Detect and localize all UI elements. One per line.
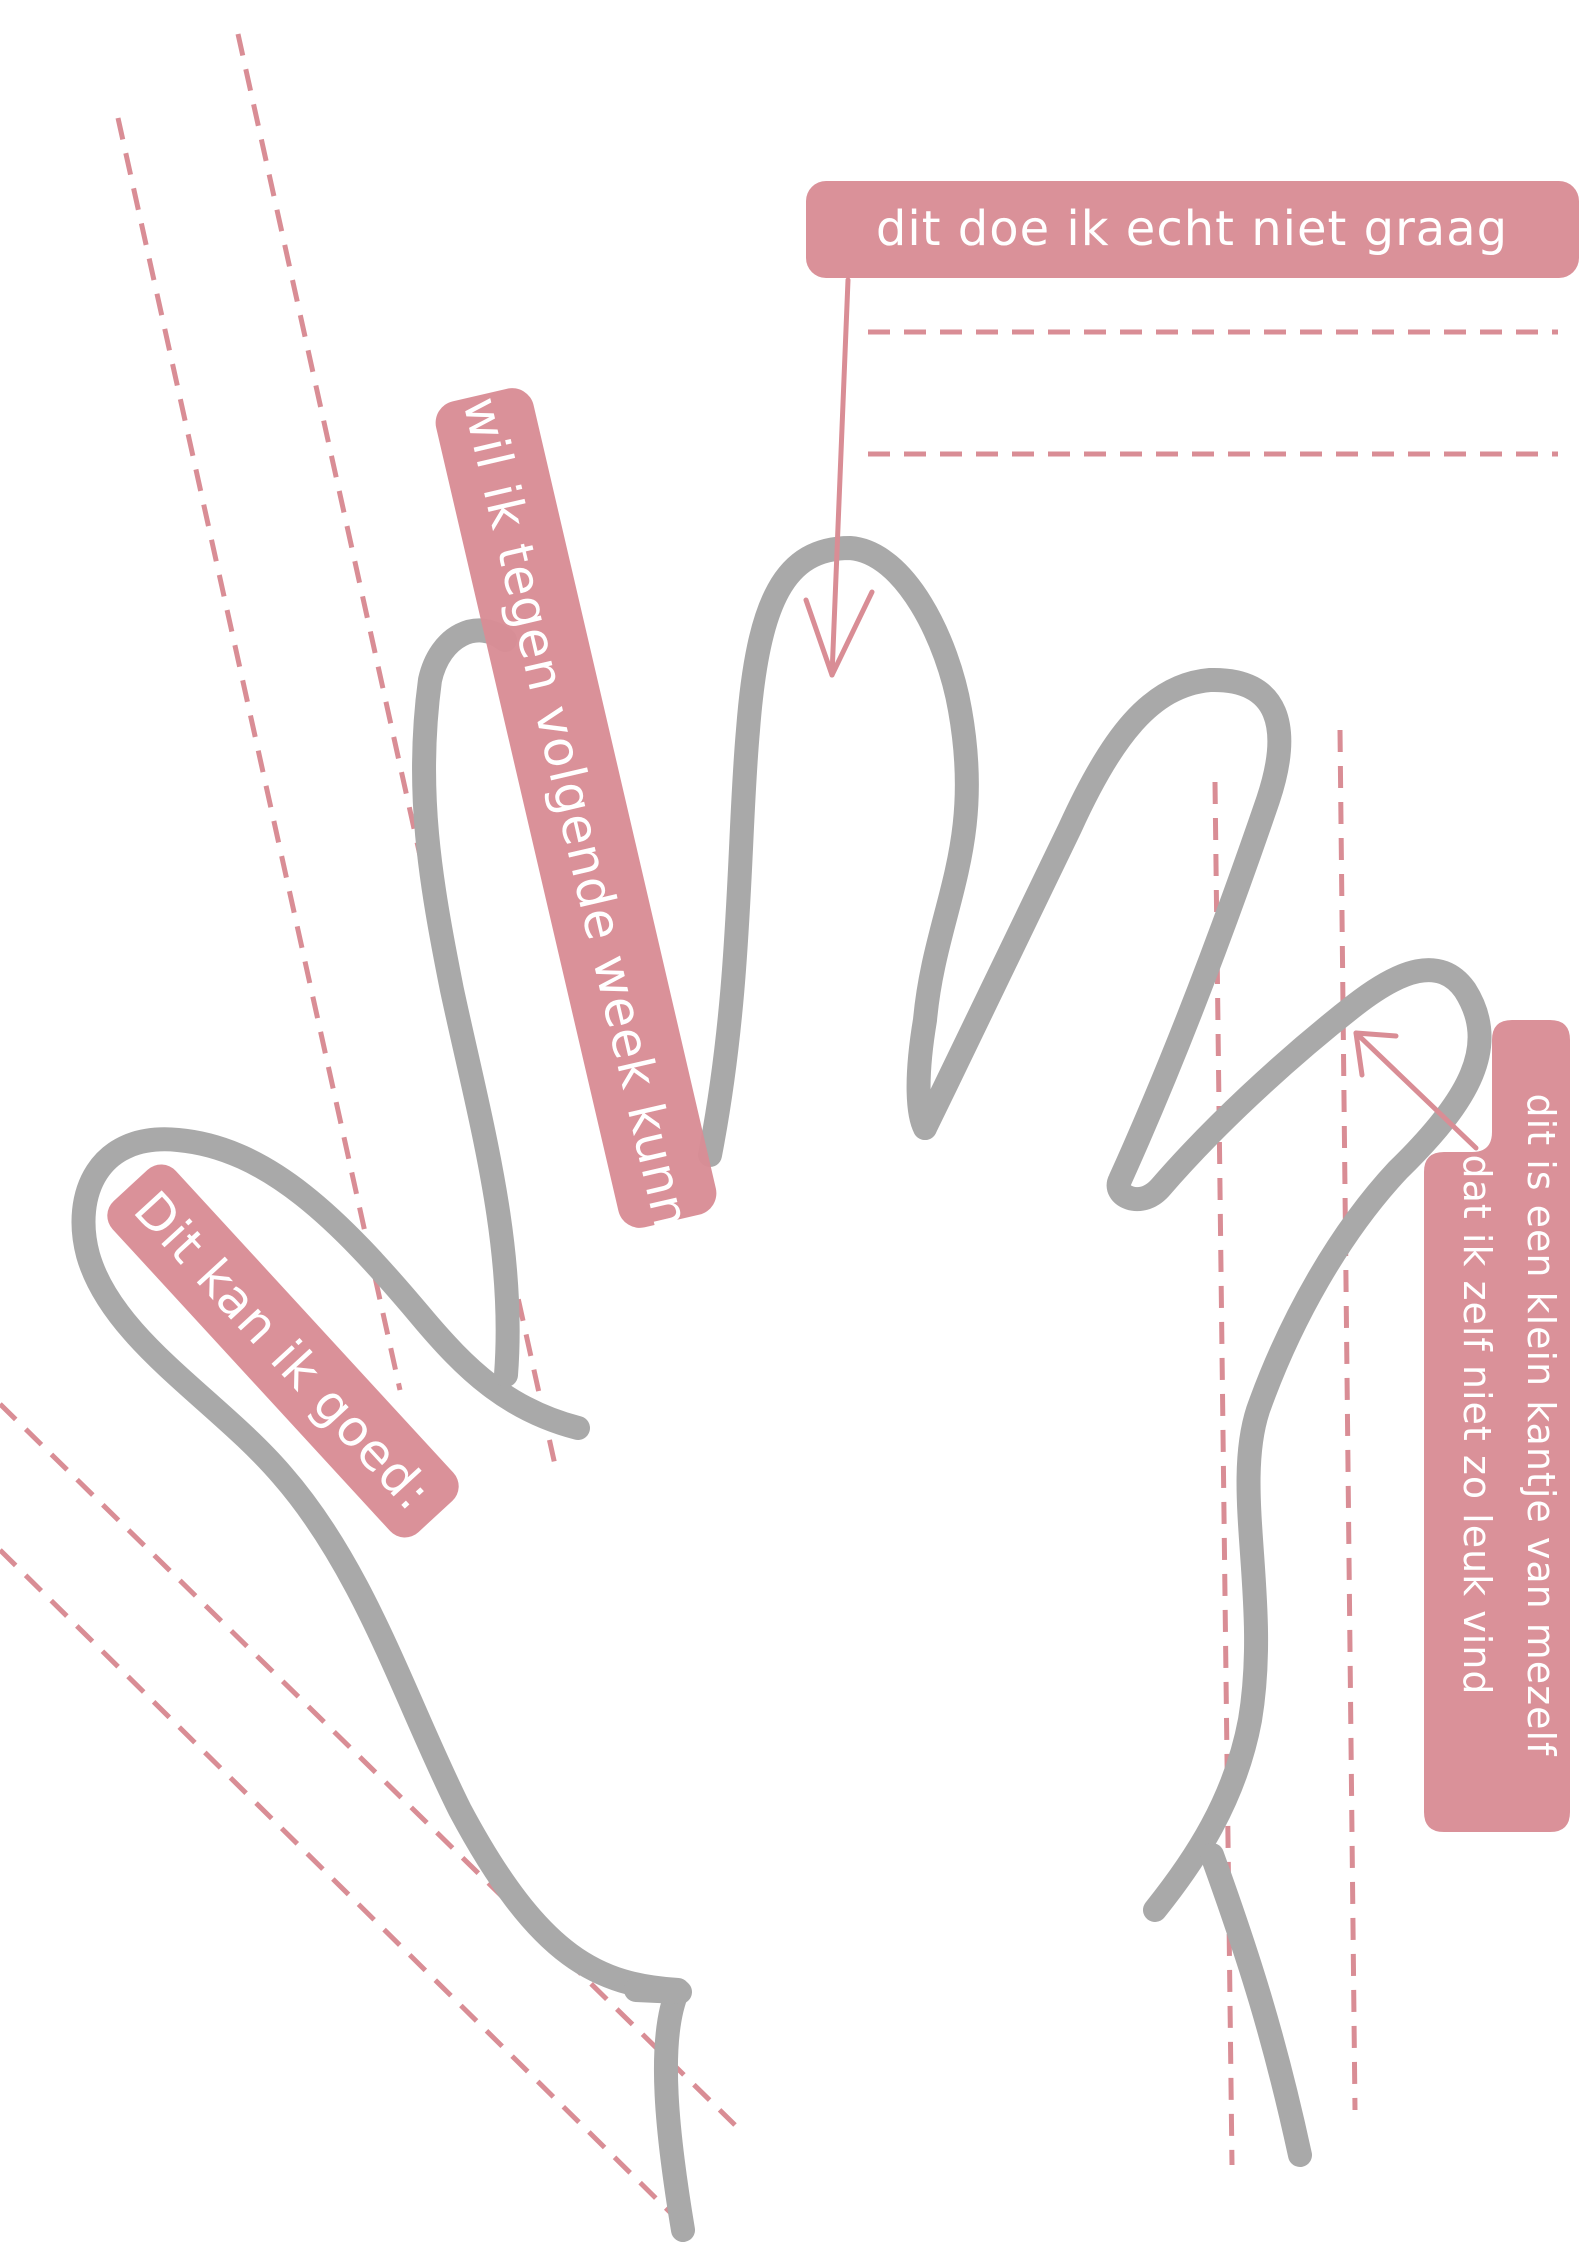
arrow-to-middle-finger [806,280,872,675]
arrow-to-middle-finger-shaft [832,280,848,675]
hand-outline-stroke [84,1139,683,2230]
hand-outline-ring-finger [925,680,1480,1910]
writing-line-thumb-2 [0,1550,683,2225]
hand-outline-wrist-right [1212,1855,1300,2155]
label-right-side: dit is een klein kantje van mezelf dat i… [1424,1020,1570,1832]
label-right-side-line-2: dat ik zelf niet zo leuk vind [1455,1155,1499,1696]
arrow-to-middle-finger-head [806,592,872,675]
writing-lines [0,34,1558,2225]
writing-line-right-side-2 [1340,730,1355,2110]
hand-outline-index-finger [424,630,508,1375]
writing-line-thumb-1 [0,1404,735,2125]
writing-line-right-side-1 [1215,782,1232,2165]
hand-outline-middle-finger [710,548,967,1155]
label-long-finger-text: Dit wil ik tegen volgende week kunnen: [431,302,720,1314]
label-top-right-text: dit doe ik echt niet graag [876,201,1508,257]
label-long-finger: Dit wil ik tegen volgende week kunnen: [411,297,741,1318]
hand-outline-thumb-joint [636,1990,680,1992]
label-top-right: dit doe ik echt niet graag [806,181,1579,278]
label-right-side-line-1: dit is een klein kantje van mezelf [1519,1094,1563,1758]
